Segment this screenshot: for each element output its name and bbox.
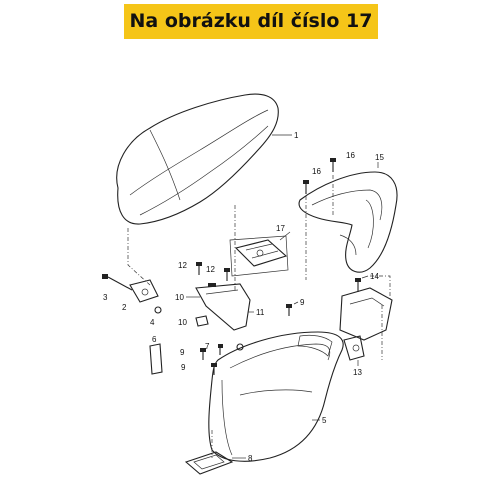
callout-15: 15 <box>375 153 384 162</box>
seat-part[interactable] <box>116 93 279 225</box>
pad-8[interactable] <box>184 451 234 475</box>
nut-3[interactable] <box>154 306 162 314</box>
callout-12-a: 12 <box>178 261 187 270</box>
callout-9-b: 9 <box>180 348 185 357</box>
screw-12-right[interactable] <box>224 268 230 281</box>
callout-12-b: 12 <box>206 265 215 274</box>
bolt-16-right[interactable] <box>330 158 336 172</box>
callout-7: 7 <box>205 342 210 351</box>
hinge-2[interactable] <box>129 279 159 303</box>
callout-13: 13 <box>353 368 362 377</box>
strip-6[interactable] <box>149 343 163 375</box>
screw-7[interactable] <box>218 344 223 355</box>
hinge-bolt-4[interactable] <box>102 274 133 291</box>
callout-1: 1 <box>294 131 299 140</box>
callout-14: 14 <box>370 272 379 281</box>
callout-6: 6 <box>152 335 157 344</box>
callout-9-a: 9 <box>300 298 305 307</box>
callout-5: 5 <box>322 416 327 425</box>
bolt-14[interactable] <box>355 278 361 292</box>
part-number-banner: Na obrázku díl číslo 17 <box>124 4 378 39</box>
callout-10-b: 10 <box>178 318 187 327</box>
clip-10[interactable] <box>195 315 209 327</box>
screw-9-top[interactable] <box>286 304 292 316</box>
callout-4: 3 <box>103 293 108 302</box>
storage-tub-5[interactable] <box>208 331 344 462</box>
callout-2: 2 <box>122 303 127 312</box>
callout-10-a: 10 <box>175 293 184 302</box>
bracket-13-part[interactable] <box>339 287 393 361</box>
callout-8: 8 <box>248 454 253 463</box>
screw-9-mid[interactable] <box>200 348 206 360</box>
latch-cover-11[interactable] <box>195 283 251 331</box>
callout-11: 11 <box>256 308 265 317</box>
callout-16-b: 16 <box>346 151 355 160</box>
rear-carrier-part[interactable] <box>298 171 398 273</box>
callout-16-a: 16 <box>312 167 321 176</box>
callout-17: 17 <box>276 224 285 233</box>
callout-3: 4 <box>150 318 155 327</box>
bolt-16-left[interactable] <box>303 180 309 194</box>
screw-12-left[interactable] <box>196 262 202 275</box>
callout-9-c: 9 <box>181 363 186 372</box>
bracket-17-part[interactable] <box>234 239 288 267</box>
